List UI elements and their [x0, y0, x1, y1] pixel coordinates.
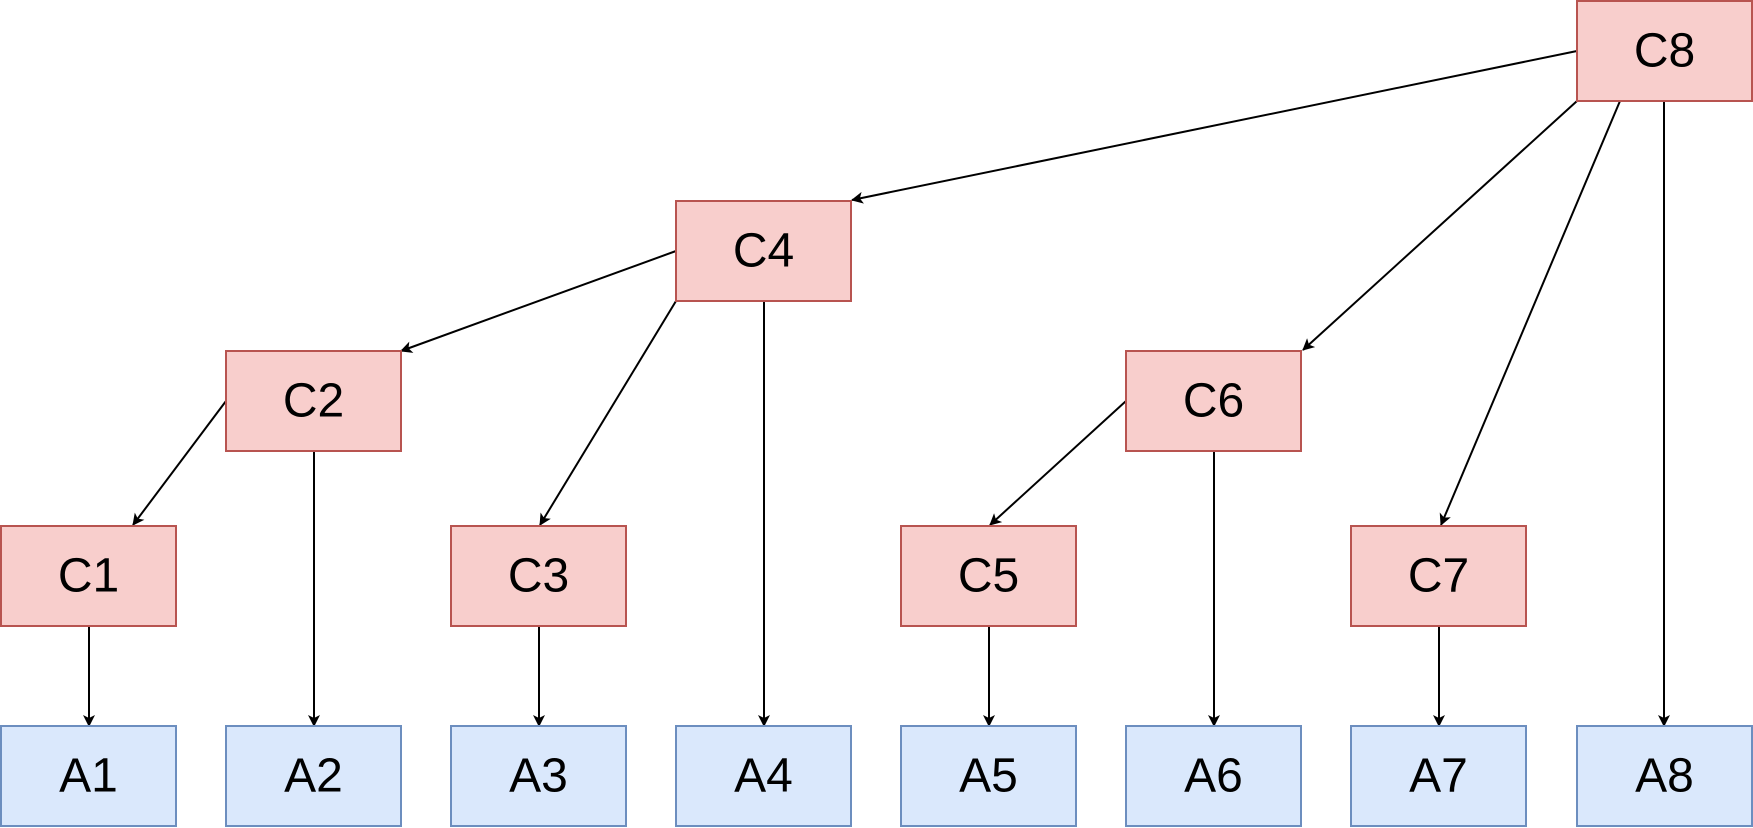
edges	[83, 50, 1670, 727]
node-c3[interactable]: C3	[450, 525, 627, 627]
node-c7[interactable]: C7	[1350, 525, 1527, 627]
edge-c8-c7	[1439, 100, 1621, 526]
node-a2[interactable]: A2	[225, 725, 402, 827]
node-a7[interactable]: A7	[1350, 725, 1527, 827]
node-a3[interactable]: A3	[450, 725, 627, 827]
node-label-a3: A3	[509, 750, 568, 803]
node-label-a5: A5	[959, 750, 1018, 803]
node-a6[interactable]: A6	[1125, 725, 1302, 827]
node-a4[interactable]: A4	[675, 725, 852, 827]
node-c4[interactable]: C4	[675, 200, 852, 302]
node-label-c3: C3	[508, 550, 569, 603]
edge-c8-c6	[1302, 100, 1578, 351]
node-label-a6: A6	[1184, 750, 1243, 803]
edge-c8-c4	[851, 50, 1578, 204]
node-c6[interactable]: C6	[1125, 350, 1302, 452]
edge-c4-c2	[400, 250, 677, 353]
node-label-a4: A4	[734, 750, 793, 803]
node-a5[interactable]: A5	[900, 725, 1077, 827]
node-a8[interactable]: A8	[1576, 725, 1753, 827]
node-label-a8: A8	[1635, 750, 1694, 803]
edge-c2-c1	[132, 400, 227, 526]
node-label-c1: C1	[58, 550, 119, 603]
node-a1[interactable]: A1	[0, 725, 177, 827]
node-c8[interactable]: C8	[1576, 0, 1753, 102]
node-c5[interactable]: C5	[900, 525, 1077, 627]
node-label-a2: A2	[284, 750, 343, 803]
node-label-c4: C4	[733, 225, 794, 278]
node-label-c8: C8	[1634, 25, 1695, 78]
node-label-a7: A7	[1409, 750, 1468, 803]
node-c1[interactable]: C1	[0, 525, 177, 627]
node-label-c2: C2	[283, 375, 344, 428]
node-label-a1: A1	[59, 750, 118, 803]
node-label-c6: C6	[1183, 375, 1244, 428]
edge-c4-c3	[539, 300, 677, 526]
node-label-c7: C7	[1408, 550, 1469, 603]
node-c2[interactable]: C2	[225, 350, 402, 452]
edge-c6-c5	[989, 400, 1127, 526]
node-label-c5: C5	[958, 550, 1019, 603]
